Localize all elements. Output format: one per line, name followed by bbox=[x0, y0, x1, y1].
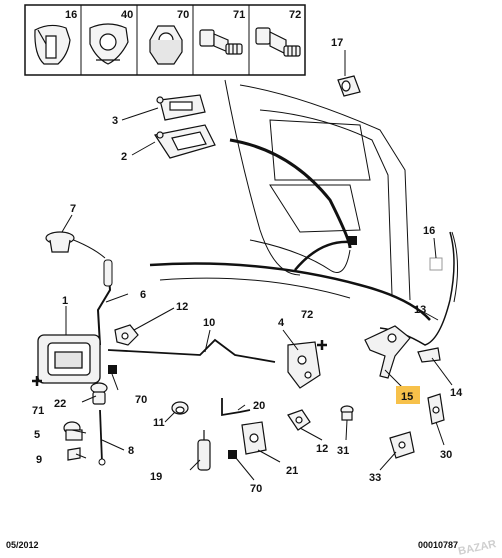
callout-30: 30 bbox=[440, 449, 452, 461]
callout-13: 13 bbox=[414, 304, 426, 316]
footer-code: 00010787 bbox=[417, 540, 458, 550]
clip-placeholder-box bbox=[429, 257, 443, 271]
latch-bracket-part bbox=[241, 421, 267, 455]
small-clip-part bbox=[67, 447, 81, 461]
door-handle-assembly-part bbox=[37, 334, 101, 384]
rod-clip-part bbox=[114, 324, 139, 346]
callout-8: 8 bbox=[128, 445, 134, 457]
header-label-71: 71 bbox=[233, 9, 245, 21]
nut-position-marker bbox=[228, 450, 237, 459]
van-body-outline bbox=[59, 79, 431, 321]
callout-33: 33 bbox=[369, 472, 381, 484]
inner-handle-part bbox=[154, 124, 216, 159]
bushing-part bbox=[63, 421, 83, 441]
nut-position-marker bbox=[108, 365, 117, 374]
latch-mechanism-part bbox=[287, 341, 321, 389]
callout-71: 71 bbox=[32, 405, 44, 417]
callout-7: 7 bbox=[70, 203, 76, 215]
header-label-72: 72 bbox=[289, 9, 301, 21]
bolt-icon bbox=[255, 27, 301, 57]
footer-date: 05/2012 bbox=[6, 540, 39, 550]
callout-20: 20 bbox=[253, 400, 265, 412]
pivot-pin-part bbox=[90, 382, 108, 405]
rod-clip-part bbox=[287, 409, 311, 431]
callout-72: 72 bbox=[301, 309, 313, 321]
striker-part bbox=[427, 393, 445, 425]
bolt-position-marker bbox=[317, 340, 327, 350]
callout-14: 14 bbox=[450, 387, 463, 399]
rubber-bumper-part bbox=[340, 405, 354, 421]
callout-70-left: 70 bbox=[135, 394, 147, 406]
inner-handle-small-part bbox=[156, 94, 206, 121]
door-switch-part bbox=[197, 430, 211, 471]
header-label-16: 16 bbox=[65, 9, 77, 21]
callout-2: 2 bbox=[121, 151, 127, 163]
callout-5: 5 bbox=[34, 429, 40, 441]
header-label-70: 70 bbox=[177, 9, 189, 21]
grommet-part bbox=[45, 231, 75, 253]
callout-6: 6 bbox=[140, 289, 146, 301]
header-parts-table: 16 40 70 71 72 bbox=[24, 4, 306, 76]
long-control-rod-part bbox=[107, 338, 276, 363]
callout-12-right: 12 bbox=[316, 443, 328, 455]
bolt-icon bbox=[199, 29, 243, 55]
callout-3: 3 bbox=[112, 115, 118, 127]
callout-16: 16 bbox=[423, 225, 435, 237]
callout-70-bottom: 70 bbox=[250, 483, 262, 495]
plastic-clip-icon bbox=[89, 23, 129, 65]
callout-17: 17 bbox=[331, 37, 343, 49]
callout-9: 9 bbox=[36, 454, 42, 466]
callout-11: 11 bbox=[153, 417, 165, 429]
spacer-sleeve-part bbox=[337, 75, 361, 97]
header-label-40: 40 bbox=[121, 9, 133, 21]
short-rod-part bbox=[99, 409, 103, 463]
highlight-box bbox=[396, 386, 420, 404]
reference-marker bbox=[348, 236, 357, 245]
callout-19: 19 bbox=[150, 471, 162, 483]
mounting-plate-part bbox=[389, 431, 415, 459]
callout-1: 1 bbox=[62, 295, 68, 307]
callout-31: 31 bbox=[337, 445, 349, 457]
cable-clip-part bbox=[417, 347, 441, 363]
leader-lines bbox=[61, 50, 453, 481]
callout-15: 15 bbox=[401, 391, 413, 403]
hinge-lever-part bbox=[364, 325, 411, 379]
callout-4: 4 bbox=[278, 317, 285, 329]
callout-21: 21 bbox=[286, 465, 298, 477]
callout-12-left: 12 bbox=[176, 301, 188, 313]
bolt-position-marker bbox=[32, 376, 42, 386]
callout-22: 22 bbox=[54, 398, 66, 410]
hex-nut-icon bbox=[149, 25, 183, 65]
hook-rod-part bbox=[221, 398, 251, 417]
plug-part bbox=[171, 401, 189, 415]
plastic-clip-icon bbox=[34, 24, 71, 65]
callout-10: 10 bbox=[203, 317, 215, 329]
